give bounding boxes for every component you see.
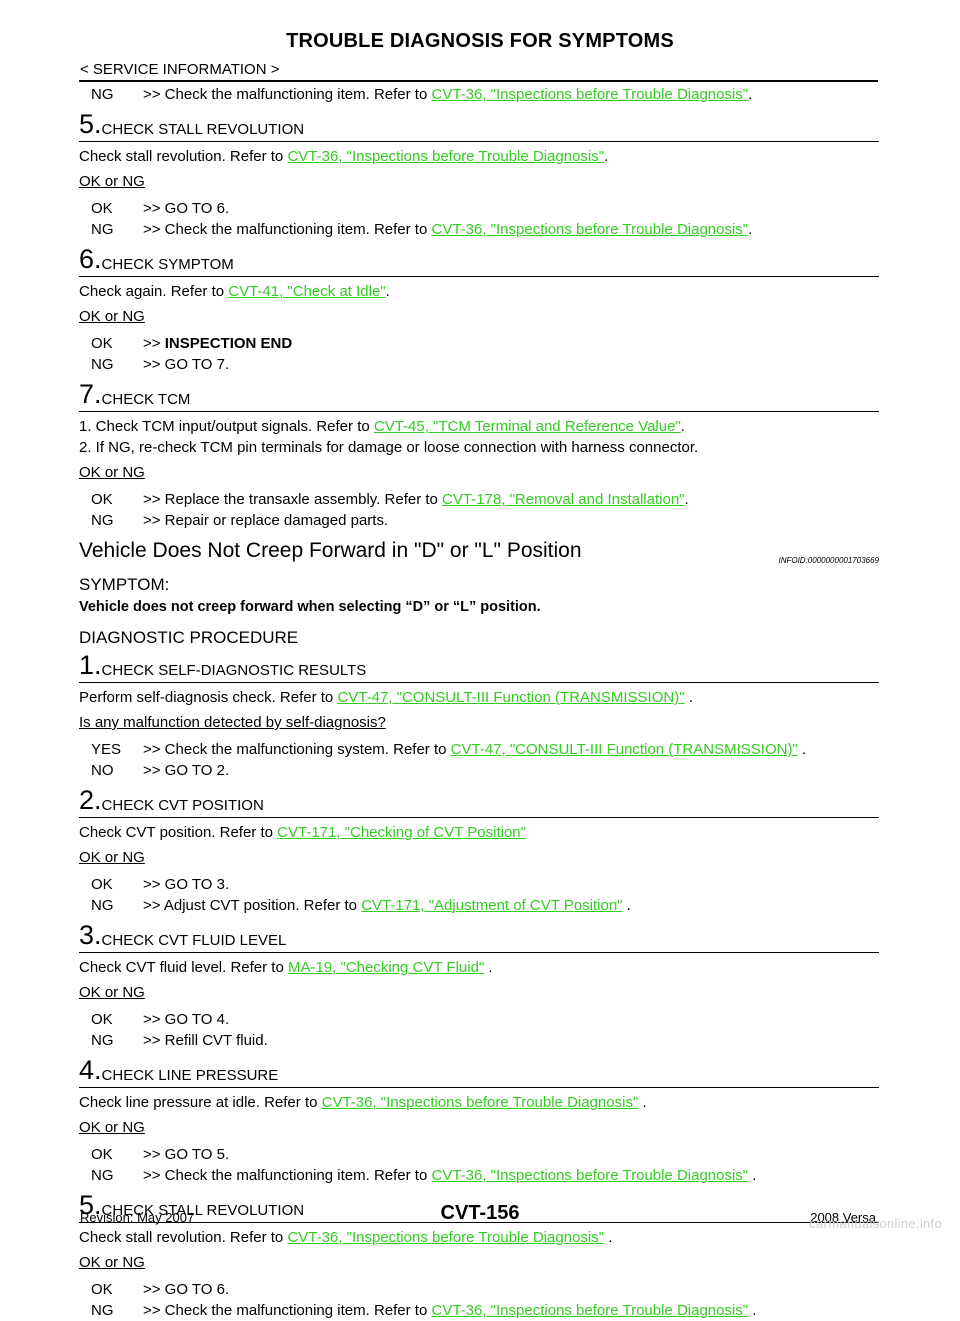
step-question: OK or NG <box>79 173 145 190</box>
symptom-text: Vehicle does not creep forward when sele… <box>79 599 541 615</box>
watermark: carmanualsonline.info <box>809 1216 942 1231</box>
result-yes-line: YES>> Check the malfunctioning system. R… <box>91 741 807 758</box>
link-ma-19[interactable]: MA-19, "Checking CVT Fluid" <box>287 959 485 976</box>
link-cvt-36[interactable]: CVT-36, "Inspections before Trouble Diag… <box>321 1094 639 1111</box>
step-body: Check CVT fluid level. Refer to MA-19, "… <box>79 959 493 976</box>
step-body: Check CVT position. Refer to CVT-171, "C… <box>79 824 526 841</box>
numbered-item: 1. Check TCM input/output signals. Refer… <box>79 418 685 435</box>
step-body: Check stall revolution. Refer to CVT-36,… <box>79 148 609 165</box>
result-ok-line: OK>> GO TO 6. <box>91 200 230 217</box>
result-ok-line: OK>> GO TO 5. <box>91 1146 230 1163</box>
step-4-heading: 4.CHECK LINE PRESSURE <box>79 1055 879 1088</box>
link-cvt-36[interactable]: CVT-36, "Inspections before Trouble Diag… <box>431 221 749 238</box>
step-5-heading: 5.CHECK STALL REVOLUTION <box>79 109 879 142</box>
result-ok-line: OK>> INSPECTION END <box>91 335 293 352</box>
step-question: OK or NG <box>79 984 145 1001</box>
page-content: NG>> Check the malfunctioning item. Refe… <box>79 84 879 1321</box>
header-divider <box>79 80 878 82</box>
step-body: Check stall revolution. Refer to CVT-36,… <box>79 1229 613 1246</box>
step-6-heading: 6.CHECK SYMPTOM <box>79 244 879 277</box>
step-1-heading: 1.CHECK SELF-DIAGNOSTIC RESULTS <box>79 650 879 683</box>
link-cvt-47[interactable]: CVT-47, "CONSULT-III Function (TRANSMISS… <box>337 689 685 706</box>
manual-page: TROUBLE DIAGNOSIS FOR SYMPTOMS < SERVICE… <box>79 30 942 1319</box>
step-question: Is any malfunction detected by self-diag… <box>79 714 386 731</box>
page-title: TROUBLE DIAGNOSIS FOR SYMPTOMS <box>286 30 674 52</box>
link-cvt-171[interactable]: CVT-171, "Adjustment of CVT Position" <box>361 897 623 914</box>
link-cvt-41[interactable]: CVT-41, "Check at Idle" <box>228 283 386 300</box>
numbered-item: 2. If NG, re-check TCM pin terminals for… <box>79 439 699 456</box>
section-label: < SERVICE INFORMATION > <box>80 61 280 78</box>
result-ng-line: NG>> Refill CVT fluid. <box>91 1032 268 1049</box>
step-5-heading: 5.CHECK STALL REVOLUTION <box>79 1190 879 1223</box>
link-cvt-47[interactable]: CVT-47, "CONSULT-III Function (TRANSMISS… <box>450 741 798 758</box>
result-no-line: NO>> GO TO 2. <box>91 762 230 779</box>
section-heading: Vehicle Does Not Creep Forward in "D" or… <box>79 537 879 565</box>
link-cvt-178[interactable]: CVT-178, "Removal and Installation" <box>442 491 685 508</box>
result-ok-line: OK>> GO TO 4. <box>91 1011 230 1028</box>
result-ng-line: NG>> Check the malfunctioning item. Refe… <box>91 221 753 238</box>
result-ok-line: OK>> GO TO 6. <box>91 1281 230 1298</box>
step-body: Perform self-diagnosis check. Refer to C… <box>79 689 693 706</box>
footer-page-number: CVT-156 <box>440 1202 520 1224</box>
step-7-heading: 7.CHECK TCM <box>79 379 879 412</box>
step-2-heading: 2.CHECK CVT POSITION <box>79 785 879 818</box>
footer-model: 2008 Versa <box>810 1210 876 1225</box>
result-ok-line: OK>> GO TO 3. <box>91 876 230 893</box>
link-cvt-171[interactable]: CVT-171, "Checking of CVT Position" <box>277 824 526 841</box>
step-question: OK or NG <box>79 849 145 866</box>
info-id: INFOID:0000000001703669 <box>778 556 879 565</box>
result-ok-line: OK>> Replace the transaxle assembly. Ref… <box>91 491 689 508</box>
result-ng-line: NG>> GO TO 7. <box>91 356 230 373</box>
result-ng-line: NG>> Check the malfunctioning item. Refe… <box>91 1167 757 1184</box>
link-cvt-36[interactable]: CVT-36, "Inspections before Trouble Diag… <box>431 1302 749 1319</box>
result-ng-line: NG>> Repair or replace damaged parts. <box>91 512 389 529</box>
result-ng-line: NG>> Check the malfunctioning item. Refe… <box>91 1302 757 1319</box>
result-ng-line: NG>> Adjust CVT position. Refer to CVT-1… <box>91 897 631 914</box>
procedure-label: DIAGNOSTIC PROCEDURE <box>79 628 299 647</box>
footer-revision: Revision: May 2007 <box>80 1210 195 1225</box>
step-question: OK or NG <box>79 464 145 481</box>
step-question: OK or NG <box>79 1119 145 1136</box>
step-3-heading: 3.CHECK CVT FLUID LEVEL <box>79 920 879 953</box>
step-body: Check again. Refer to CVT-41, "Check at … <box>79 283 390 300</box>
link-cvt-36[interactable]: CVT-36, "Inspections before Trouble Diag… <box>287 1229 605 1246</box>
result-ng-line: NG>> Check the malfunctioning item. Refe… <box>91 86 753 103</box>
symptom-label: SYMPTOM: <box>79 575 170 594</box>
step-body: Check line pressure at idle. Refer to CV… <box>79 1094 647 1111</box>
link-cvt-36[interactable]: CVT-36, "Inspections before Trouble Diag… <box>287 148 605 165</box>
link-cvt-36[interactable]: CVT-36, "Inspections before Trouble Diag… <box>431 86 749 103</box>
step-question: OK or NG <box>79 308 145 325</box>
step-question: OK or NG <box>79 1254 145 1271</box>
link-cvt-45[interactable]: CVT-45, "TCM Terminal and Reference Valu… <box>373 418 681 435</box>
link-cvt-36[interactable]: CVT-36, "Inspections before Trouble Diag… <box>431 1167 749 1184</box>
